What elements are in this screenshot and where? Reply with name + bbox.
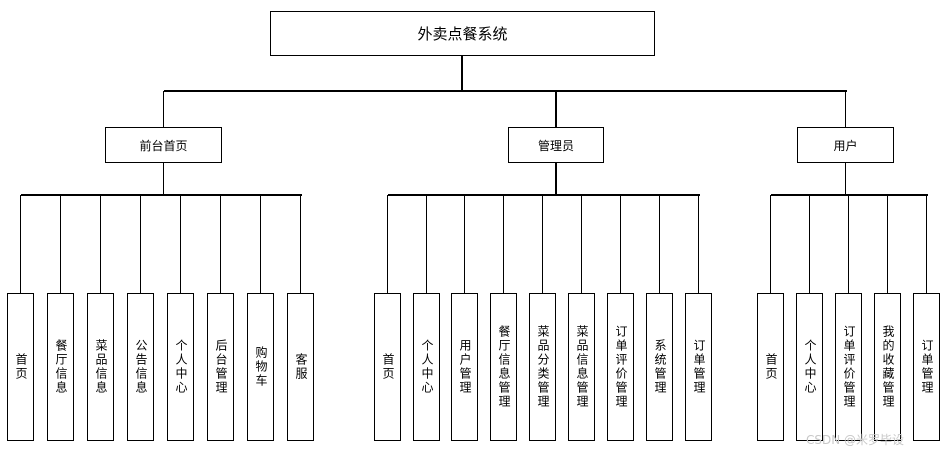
leaf-node: 订单评价管理 bbox=[835, 293, 862, 441]
leaf-connector-1-1 bbox=[425, 195, 428, 293]
root-bus bbox=[163, 90, 847, 92]
leaf-node: 用户管理 bbox=[451, 293, 478, 441]
leaf-node-label: 首页 bbox=[381, 353, 395, 381]
leaf-node: 后台管理 bbox=[207, 293, 234, 441]
leaf-node-label: 个人中心 bbox=[420, 339, 434, 395]
leaf-node-label: 用户管理 bbox=[458, 339, 472, 395]
leaf-connector-2-0 bbox=[769, 195, 772, 293]
leaf-node-label: 购物车 bbox=[254, 346, 268, 388]
leaf-node: 菜品信息管理 bbox=[568, 293, 595, 441]
leaf-node-label: 订单管理 bbox=[692, 339, 706, 395]
leaf-node-label: 公告信息 bbox=[134, 339, 148, 395]
leaf-node-label: 客服 bbox=[294, 353, 308, 381]
leaf-connector-0-2 bbox=[99, 195, 102, 293]
leaf-node: 菜品信息 bbox=[87, 293, 114, 441]
leaf-connector-1-6 bbox=[619, 195, 622, 293]
leaf-node: 个人中心 bbox=[796, 293, 823, 441]
leaf-node-label: 后台管理 bbox=[214, 339, 228, 395]
leaf-connector-1-2 bbox=[463, 195, 466, 293]
leaf-node: 订单管理 bbox=[913, 293, 940, 441]
root-node: 外卖点餐系统 bbox=[270, 11, 655, 56]
branch-bus-0 bbox=[20, 194, 302, 196]
leaf-connector-0-3 bbox=[139, 195, 142, 293]
branch-connector-0 bbox=[162, 91, 165, 127]
leaf-connector-0-6 bbox=[259, 195, 262, 293]
leaf-node-label: 菜品分类管理 bbox=[536, 325, 550, 409]
leaf-connector-1-4 bbox=[541, 195, 544, 293]
leaf-node: 个人中心 bbox=[413, 293, 440, 441]
branch-bus-2 bbox=[770, 194, 928, 196]
leaf-connector-0-4 bbox=[179, 195, 182, 293]
branch-bus-1 bbox=[387, 194, 700, 196]
branch-node-1-label: 管理员 bbox=[537, 138, 574, 153]
leaf-node: 菜品分类管理 bbox=[529, 293, 556, 441]
leaf-node-label: 个人中心 bbox=[174, 339, 188, 395]
branch-down-connector-2 bbox=[844, 163, 847, 195]
leaf-node-label: 菜品信息 bbox=[94, 339, 108, 395]
branch-connector-2 bbox=[844, 91, 847, 127]
leaf-node: 订单评价管理 bbox=[607, 293, 634, 441]
leaf-node-label: 系统管理 bbox=[653, 339, 667, 395]
leaf-node-label: 订单管理 bbox=[920, 339, 934, 395]
root-connector bbox=[461, 56, 463, 91]
leaf-connector-2-4 bbox=[925, 195, 928, 293]
leaf-node-label: 首页 bbox=[764, 353, 778, 381]
leaf-node: 餐厅信息 bbox=[47, 293, 74, 441]
root-node-label: 外卖点餐系统 bbox=[417, 25, 508, 43]
leaf-node: 系统管理 bbox=[646, 293, 673, 441]
leaf-node-label: 菜品信息管理 bbox=[575, 325, 589, 409]
leaf-connector-2-1 bbox=[808, 195, 811, 293]
leaf-node: 首页 bbox=[374, 293, 401, 441]
leaf-connector-1-0 bbox=[386, 195, 389, 293]
branch-connector-1 bbox=[555, 91, 557, 127]
leaf-node-label: 订单评价管理 bbox=[842, 325, 856, 409]
leaf-connector-0-1 bbox=[59, 195, 62, 293]
leaf-connector-1-8 bbox=[697, 195, 700, 293]
leaf-connector-0-7 bbox=[299, 195, 302, 293]
leaf-connector-1-5 bbox=[580, 195, 583, 293]
leaf-node-label: 个人中心 bbox=[803, 339, 817, 395]
leaf-node: 餐厅信息管理 bbox=[490, 293, 517, 441]
leaf-node: 购物车 bbox=[247, 293, 274, 441]
leaf-node: 首页 bbox=[7, 293, 34, 441]
leaf-node: 首页 bbox=[757, 293, 784, 441]
leaf-node: 我的收藏管理 bbox=[874, 293, 901, 441]
leaf-connector-0-0 bbox=[19, 195, 22, 293]
leaf-connector-2-3 bbox=[886, 195, 889, 293]
leaf-connector-0-5 bbox=[219, 195, 222, 293]
leaf-node: 个人中心 bbox=[167, 293, 194, 441]
leaf-node-label: 首页 bbox=[14, 353, 28, 381]
leaf-node: 订单管理 bbox=[685, 293, 712, 441]
branch-node-2: 用户 bbox=[797, 127, 894, 163]
leaf-node: 公告信息 bbox=[127, 293, 154, 441]
branch-node-1: 管理员 bbox=[508, 127, 604, 163]
branch-node-0: 前台首页 bbox=[105, 127, 222, 163]
branch-down-connector-1 bbox=[555, 163, 557, 195]
leaf-connector-1-3 bbox=[502, 195, 505, 293]
leaf-connector-1-7 bbox=[658, 195, 661, 293]
watermark: CSDN @米罗毕设 bbox=[806, 433, 905, 447]
leaf-node-label: 我的收藏管理 bbox=[881, 325, 895, 409]
leaf-node-label: 餐厅信息 bbox=[54, 339, 68, 395]
branch-node-2-label: 用户 bbox=[833, 138, 858, 153]
branch-down-connector-0 bbox=[162, 163, 165, 195]
leaf-node-label: 订单评价管理 bbox=[614, 325, 628, 409]
branch-node-0-label: 前台首页 bbox=[139, 138, 188, 153]
leaf-node-label: 餐厅信息管理 bbox=[497, 325, 511, 409]
leaf-connector-2-2 bbox=[847, 195, 850, 293]
leaf-node: 客服 bbox=[287, 293, 314, 441]
